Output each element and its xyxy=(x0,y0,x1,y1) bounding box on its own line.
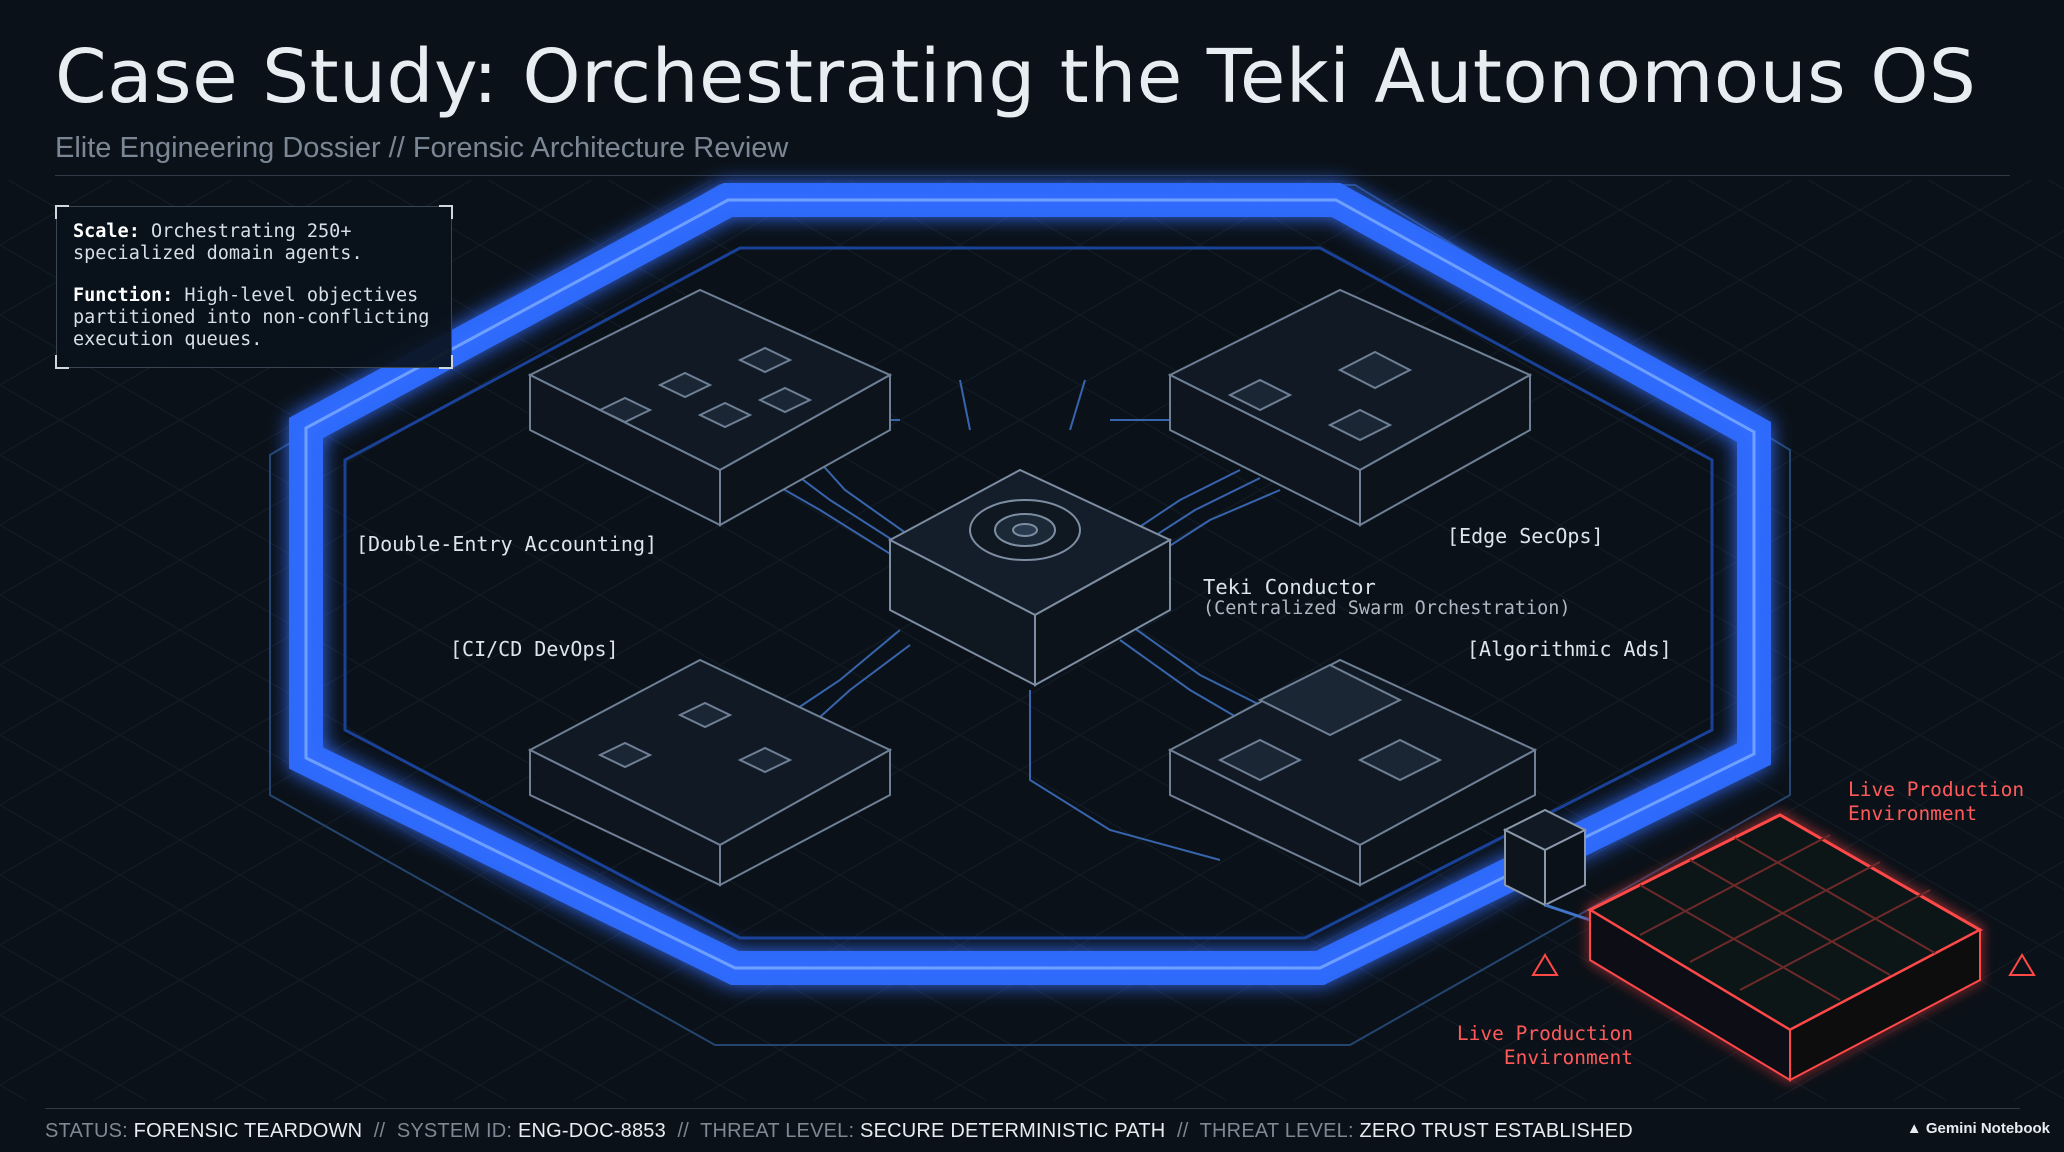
warning-icon-left xyxy=(1531,953,1559,976)
label-secops: [Edge SecOps] xyxy=(1447,524,1604,548)
status-value: FORENSIC TEARDOWN xyxy=(133,1120,363,1142)
module-ads-platform xyxy=(1167,658,1538,887)
header-divider xyxy=(55,175,2010,176)
info-box: Scale: Orchestrating 250+ specialized do… xyxy=(55,205,453,369)
system-id-value: ENG-DOC-8853 xyxy=(517,1120,666,1142)
status-bar: STATUS: FORENSIC TEARDOWN // SYSTEM ID: … xyxy=(45,1120,1633,1143)
security-perimeter-ring xyxy=(289,183,1771,985)
function-text-2: partitioned into non-conflicting xyxy=(73,307,430,328)
function-label: Function: xyxy=(73,285,174,306)
label-ads: [Algorithmic Ads] xyxy=(1467,637,1672,661)
label-accounting: [Double-Entry Accounting] xyxy=(356,532,658,556)
function-text-3: execution queues. xyxy=(73,329,263,350)
production-top-line-2: Environment xyxy=(1848,802,1978,825)
status-separator: // xyxy=(677,1120,689,1142)
scale-label: Scale: xyxy=(73,221,140,242)
brand-logo: ▲ Gemini Notebook xyxy=(1907,1120,2050,1137)
function-text: High-level objectives xyxy=(184,285,419,306)
label-devops: [CI/CD DevOps] xyxy=(450,637,619,661)
label-production-bottom: Live Production Environment xyxy=(1455,1022,1633,1070)
scale-text: Orchestrating 250+ xyxy=(150,221,352,242)
scale-text-2: specialized domain agents. xyxy=(73,243,363,264)
label-conductor-title: Teki Conductor xyxy=(1203,575,1376,599)
page-title: Case Study: Orchestrating the Teki Auton… xyxy=(55,34,1977,120)
teki-conductor-hub xyxy=(887,468,1173,687)
page-subtitle: Elite Engineering Dossier // Forensic Ar… xyxy=(55,132,789,164)
status-key: STATUS: xyxy=(45,1120,128,1142)
threat-level-value-2: ZERO TRUST ESTABLISHED xyxy=(1359,1120,1633,1142)
system-id-key: SYSTEM ID: xyxy=(396,1120,513,1142)
production-gate xyxy=(1502,808,1588,907)
threat-level-key: THREAT LEVEL: xyxy=(700,1120,855,1142)
module-accounting-platform xyxy=(527,288,893,527)
production-top-line-1: Live Production xyxy=(1848,778,2025,801)
footer-divider xyxy=(45,1108,2020,1109)
label-conductor-subtitle: (Centralized Swarm Orchestration) xyxy=(1203,598,1571,619)
status-separator: // xyxy=(373,1120,386,1142)
threat-level-value: SECURE DETERMINISTIC PATH xyxy=(860,1120,1166,1142)
warning-icon-right xyxy=(2008,953,2036,976)
label-production-top: Live Production Environment xyxy=(1848,778,2024,826)
module-devops-platform xyxy=(527,658,893,887)
production-bottom-line-2: Environment xyxy=(1503,1046,1633,1069)
status-separator: // xyxy=(1176,1120,1189,1142)
live-production-platform xyxy=(1586,813,1984,1082)
module-secops-platform xyxy=(1167,288,1533,527)
threat-level-key-2: THREAT LEVEL: xyxy=(1199,1120,1354,1142)
production-bottom-line-1: Live Production xyxy=(1456,1022,1633,1045)
brand-label: Gemini Notebook xyxy=(1925,1120,2050,1137)
notebook-icon: ▲ xyxy=(1906,1120,1922,1137)
